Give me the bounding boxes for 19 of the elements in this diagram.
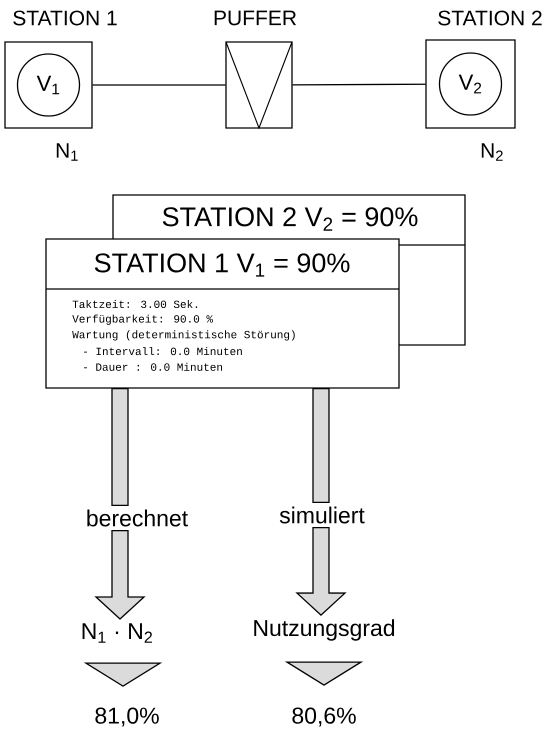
parameter-line: - Intervall: 0.0 Minuten: [84, 347, 242, 356]
flow-label: berechnet: [87, 510, 188, 526]
flow-label: 80,6%: [292, 708, 356, 726]
node-label: N$_{2}$: [482, 143, 503, 161]
buffer-label: PUFFER: [214, 10, 296, 26]
flow-arrow: [295, 527, 347, 616]
parameter-line: - Dauer : 0.0 Minuten: [84, 362, 222, 371]
flow-arrow: [94, 530, 146, 620]
station-label: STATION 1: [13, 10, 117, 26]
flow-arrow: [312, 388, 330, 503]
flow-label: N$_{1}$ · N$_{2}$: [82, 623, 152, 643]
flow-label: 81,0%: [95, 708, 159, 726]
connection-line: [292, 84, 426, 86]
flow-arrow: [111, 388, 129, 506]
flow-label: simuliert: [280, 506, 365, 524]
connection-line: [92, 84, 226, 86]
node-label: N$_{1}$: [56, 143, 78, 161]
station-label: STATION 2: [438, 10, 542, 26]
flow-label: Nutzungsgrad: [254, 619, 394, 641]
